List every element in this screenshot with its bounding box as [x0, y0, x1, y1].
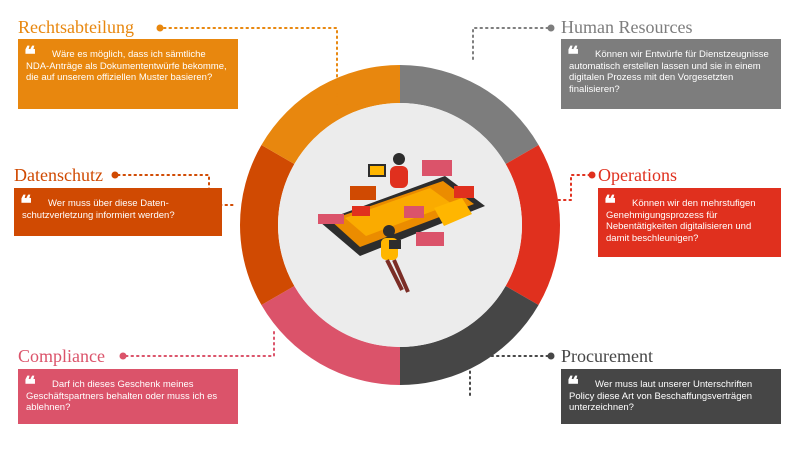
- ring-segment-ops: [505, 145, 560, 305]
- text-legal: Wäre es möglich, dass ich sämtliche NDA-…: [26, 49, 227, 83]
- quote-icon: ❝: [604, 191, 616, 217]
- person-body: [390, 166, 408, 188]
- laptop-screen: [370, 166, 384, 175]
- dot-ops: [588, 171, 596, 179]
- quote-icon: ❝: [24, 42, 36, 68]
- ring-segment-compliance: [261, 286, 400, 385]
- ring: [240, 65, 560, 385]
- chat-bubble: [350, 186, 376, 200]
- phone-screen-shade: [345, 188, 452, 236]
- box-compliance: ❝ Darf ich dieses Geschenk meines Geschä…: [18, 369, 238, 424]
- chat-bubble: [434, 198, 472, 226]
- text-ops: Können wir den mehrstufigen Genehmigungs…: [606, 198, 756, 244]
- ring-segment-privacy: [240, 145, 295, 305]
- text-proc: Wer muss laut unserer Unterschriften Pol…: [569, 379, 753, 413]
- smartphone-illustration: [318, 153, 485, 293]
- chat-bubble: [318, 214, 344, 224]
- box-legal: ❝ Wäre es möglich, dass ich sämtliche ND…: [18, 39, 238, 109]
- dot-privacy: [111, 171, 119, 179]
- quote-icon: ❝: [20, 191, 32, 217]
- connector-proc: [469, 355, 549, 399]
- title-privacy: Datenschutz: [14, 165, 103, 185]
- connector-compliance: [125, 329, 275, 357]
- box-hr: ❝ Können wir Entwürfe für Dienstzeugniss…: [561, 39, 781, 109]
- chat-bubble: [404, 206, 424, 218]
- ring-segment-hr: [400, 65, 539, 164]
- person-leg: [392, 259, 410, 293]
- ring-segment-proc: [400, 286, 539, 385]
- title-legal: Rechtsabteilung: [18, 17, 134, 37]
- box-privacy: ❝ Wer muss über diese Daten-schutzverlet…: [14, 188, 222, 236]
- title-compliance: Compliance: [18, 346, 105, 366]
- quote-icon: ❝: [567, 372, 579, 398]
- quote-icon: ❝: [567, 42, 579, 68]
- text-hr: Können wir Entwürfe für Dienstzeugnisse …: [569, 49, 769, 95]
- ring-segment-legal: [261, 65, 400, 164]
- connector-hr: [472, 27, 549, 63]
- person-leg: [385, 259, 404, 291]
- chat-bubble: [416, 232, 444, 246]
- box-ops: ❝ Können wir den mehrstufigen Genehmigun…: [598, 188, 781, 257]
- person-head: [383, 225, 395, 237]
- title-ops: Operations: [598, 165, 677, 185]
- quote-icon: ❝: [24, 372, 36, 398]
- connector-ops: [557, 174, 591, 201]
- dot-legal: [156, 24, 164, 32]
- chat-bubble: [454, 186, 474, 198]
- dot-proc: [547, 352, 555, 360]
- text-compliance: Darf ich dieses Geschenk meines Geschäft…: [26, 379, 218, 413]
- box-proc: ❝ Wer muss laut unserer Unterschriften P…: [561, 369, 781, 424]
- title-proc: Procurement: [561, 346, 653, 366]
- text-privacy: Wer muss über diese Daten-schutzverletzu…: [22, 198, 175, 221]
- chat-bubble: [422, 160, 452, 176]
- dot-hr: [547, 24, 555, 32]
- chat-bubble: [352, 206, 370, 216]
- title-hr: Human Resources: [561, 17, 693, 37]
- connector-legal: [163, 27, 338, 109]
- person-head: [393, 153, 405, 165]
- tablet: [389, 240, 401, 249]
- dot-compliance: [119, 352, 127, 360]
